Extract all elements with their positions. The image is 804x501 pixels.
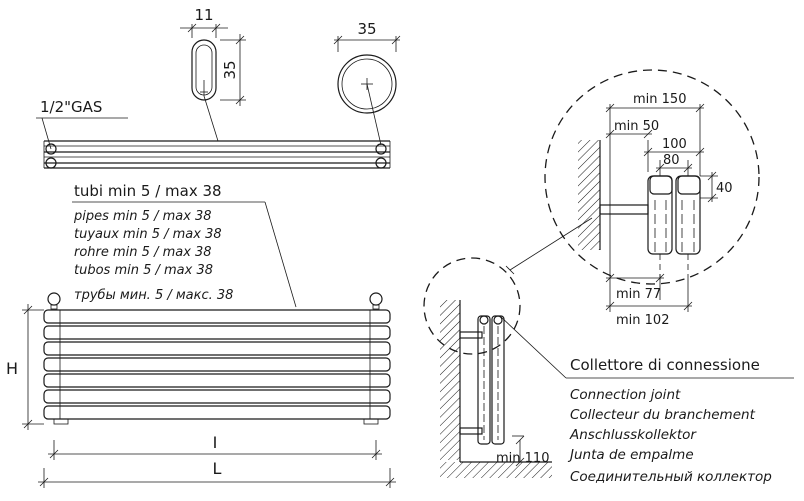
top-view: 11 35 35 1/: [36, 6, 401, 169]
dim-min150: min 150: [633, 92, 686, 107]
dim-40: 40: [716, 181, 733, 196]
front-view: tubi min 5 / max 38 pipes min 5 / max 38…: [6, 182, 396, 488]
tubes-translation: tuyaux min 5 / max 38: [74, 227, 222, 242]
dim-height: H: [6, 359, 18, 378]
dim-slot-height: 35: [221, 60, 239, 79]
collector-translation: Anschlusskollektor: [569, 427, 697, 443]
dim-inner: I: [213, 433, 218, 452]
detail-view: min 150 min 50 100 80 40 min 77: [423, 69, 794, 485]
round-pipe: [337, 54, 397, 114]
dim-100: 100: [662, 137, 687, 152]
tubes-translation: tubos min 5 / max 38: [74, 263, 213, 278]
collector-translation: Collecteur du branchement: [570, 407, 756, 423]
tubes-translation: rohre min 5 / max 38: [74, 245, 212, 260]
tubes-translation: трубы мин. 5 / макс. 38: [74, 288, 233, 303]
radiator-tubes: [43, 309, 391, 420]
radiator-cap: [369, 292, 383, 306]
dim-min110: min 110: [496, 451, 549, 466]
collector-translation: Соединительный коллектор: [570, 469, 772, 485]
collector-translation: Junta de empalme: [567, 447, 694, 463]
dim-80: 80: [663, 153, 680, 168]
dim-min77: min 77: [616, 287, 661, 302]
gas-connection-label: 1/2"GAS: [40, 98, 102, 116]
tubes-main-label: tubi min 5 / max 38: [74, 182, 222, 200]
dim-pipe-diameter: 35: [357, 20, 376, 38]
dim-slot-width: 11: [194, 6, 213, 24]
dim-min50: min 50: [614, 119, 659, 134]
oval-slot: [191, 39, 217, 101]
collector-title: Collettore di connessione: [570, 356, 760, 374]
radiator-cap: [47, 292, 61, 306]
dim-min102: min 102: [616, 313, 669, 328]
collector-translation: Connection joint: [570, 387, 681, 403]
tubes-translation: pipes min 5 / max 38: [73, 209, 212, 224]
dim-length: L: [213, 459, 222, 478]
